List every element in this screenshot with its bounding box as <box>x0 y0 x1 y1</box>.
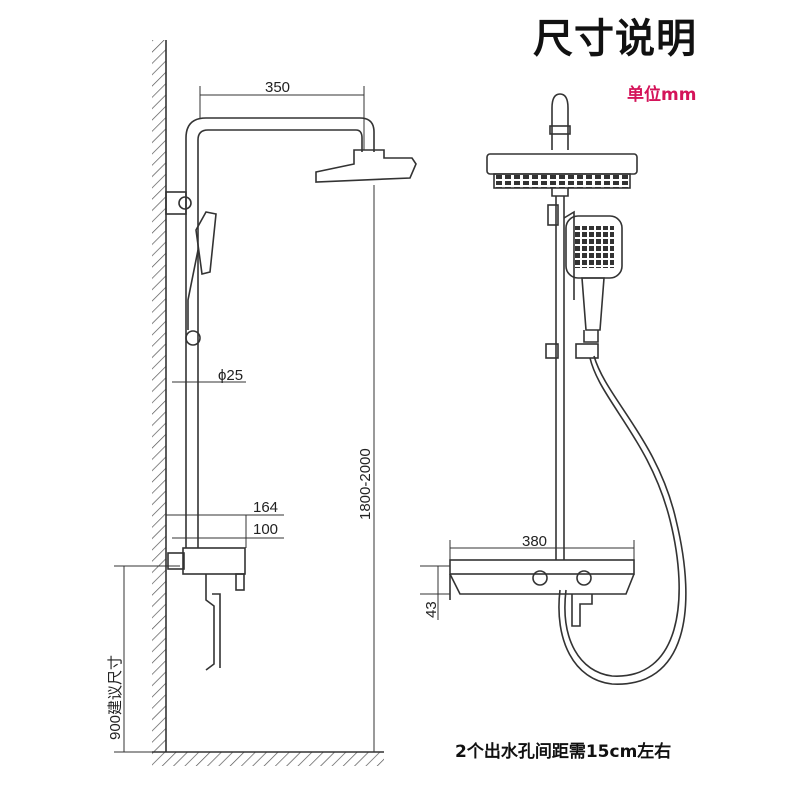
riser-pipe <box>185 117 375 548</box>
handset-side <box>195 211 217 275</box>
left-knob <box>532 570 548 586</box>
slider-front <box>545 343 559 359</box>
hose <box>564 357 680 677</box>
shelf-front <box>449 559 635 575</box>
footnote: 2个出水孔间距需15cm左右 <box>455 742 672 762</box>
shower-head-front <box>486 153 638 175</box>
dim-shelf-width: 380 <box>522 533 547 550</box>
dim-top-arm: 350 <box>265 79 290 96</box>
dim-mixer-depth-inner: 100 <box>253 521 278 538</box>
shower-head-side <box>315 149 417 183</box>
slider-ball <box>185 330 201 346</box>
page-title: 尺寸说明 <box>533 16 697 62</box>
wall-hatch <box>152 40 166 752</box>
floor-hatch <box>152 752 384 766</box>
front-view <box>420 93 687 685</box>
dim-mixer-depth-outer: 164 <box>253 499 278 516</box>
side-view <box>114 40 417 766</box>
dim-pipe-diameter: ϕ25 <box>218 367 243 384</box>
front-top-arm <box>551 93 569 150</box>
right-knob <box>576 570 592 586</box>
mixer-side <box>182 547 246 575</box>
dim-install-height: 900建议尺寸 <box>107 655 124 740</box>
unit-label: 单位mm <box>627 85 697 105</box>
dim-shelf-height: 43 <box>423 601 440 618</box>
wall-bracket <box>165 191 187 215</box>
dim-height-range: 1800-2000 <box>357 448 374 520</box>
